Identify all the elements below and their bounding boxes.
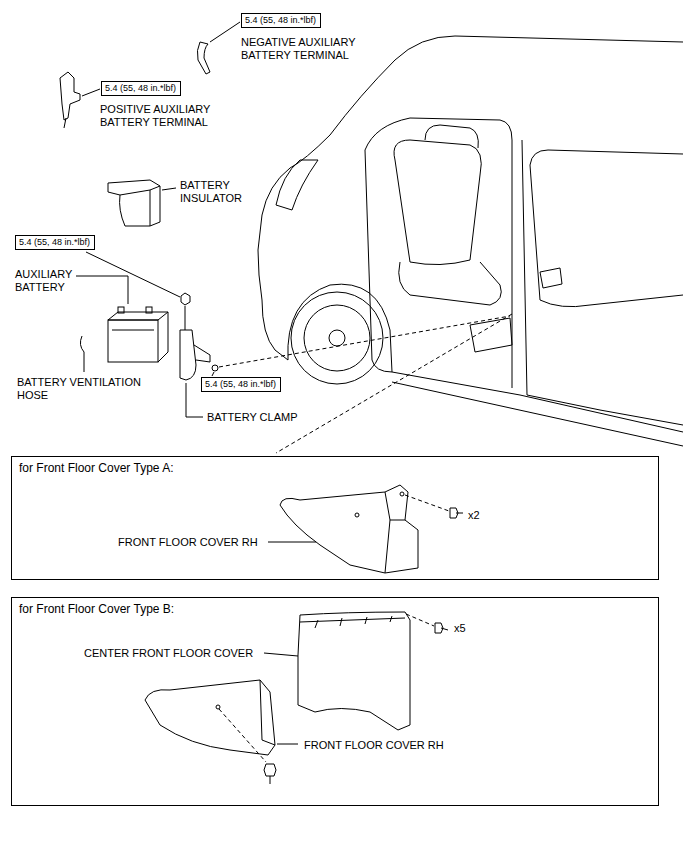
floor-cover-type-a <box>268 485 463 573</box>
car-body <box>329 330 345 346</box>
car-body <box>258 36 683 446</box>
negative-terminal <box>197 22 240 74</box>
part-label: x5 <box>454 622 466 635</box>
battery-insulator <box>162 188 176 190</box>
car-body <box>530 150 683 165</box>
car-body <box>425 125 478 148</box>
part-label: AUXILIARY BATTERY <box>15 268 87 294</box>
location-line <box>276 314 512 453</box>
car-body <box>522 140 683 425</box>
torque-spec-box: 5.4 (55, 48 in.*lbf) <box>241 13 321 28</box>
auxiliary-battery <box>146 307 152 313</box>
floor-cover-type-b <box>270 776 271 784</box>
car-body <box>365 118 512 388</box>
floor-cover-type-b <box>260 680 275 745</box>
car-body <box>392 372 683 432</box>
battery-insulator <box>120 186 160 195</box>
part-label: x2 <box>468 509 480 522</box>
auxiliary-battery <box>158 312 168 362</box>
floor-cover-type-a <box>400 492 404 496</box>
auxiliary-battery <box>118 307 124 313</box>
car-body <box>399 262 502 305</box>
car-body <box>304 305 370 371</box>
battery-clamp <box>181 293 190 305</box>
variant-panel: for Front Floor Cover Type A: x2FRONT FLO… <box>11 456 659 580</box>
part-label: CENTER FRONT FLOOR COVER <box>84 647 253 660</box>
negative-terminal <box>210 22 240 42</box>
floor-cover-type-b <box>406 614 434 626</box>
auxiliary-battery <box>76 276 128 304</box>
car-body <box>394 140 481 265</box>
battery-clamp <box>86 252 218 417</box>
battery-clamp <box>180 330 196 380</box>
car-body <box>540 268 562 288</box>
variant-heading: for Front Floor Cover Type B: <box>19 603 174 617</box>
torque-value: 5.4 (55, 48 in.*lbf) <box>245 15 317 25</box>
battery-insulator <box>108 180 160 226</box>
floor-cover-type-b <box>441 628 448 630</box>
torque-spec-box: 5.4 (55, 48 in.*lbf) <box>201 377 281 392</box>
car-body <box>288 284 392 372</box>
car-body <box>291 292 383 384</box>
floor-cover-type-a <box>405 495 449 511</box>
floor-cover-type-a <box>355 513 359 517</box>
part-label: POSITIVE AUXILIARY BATTERY TERMINAL <box>100 103 235 129</box>
part-label: FRONT FLOOR COVER RH <box>118 536 258 549</box>
floor-cover-type-a <box>456 513 463 514</box>
part-label: NEGATIVE AUXILIARY BATTERY TERMINAL <box>241 36 376 62</box>
torque-value: 5.4 (55, 48 in.*lbf) <box>19 237 91 247</box>
floor-cover-type-a <box>385 492 405 520</box>
torque-spec-box: 5.4 (55, 48 in.*lbf) <box>101 81 181 96</box>
floor-cover-type-b <box>264 764 276 776</box>
car-body <box>530 165 683 307</box>
floor-cover-type-a <box>385 520 390 573</box>
floor-cover-type-b <box>264 653 298 656</box>
battery-clamp <box>86 252 180 297</box>
floor-cover-type-b <box>145 612 448 784</box>
battery-insulator <box>108 180 176 226</box>
ventilation-hose <box>80 336 84 372</box>
battery-clamp <box>194 345 210 362</box>
positive-terminal <box>60 72 80 120</box>
auxiliary-battery <box>76 276 168 362</box>
floor-cover-type-b <box>300 618 405 622</box>
torque-value: 5.4 (55, 48 in.*lbf) <box>205 379 277 389</box>
ventilation-hose <box>80 336 84 372</box>
positive-terminal <box>82 89 100 96</box>
torque-value: 5.4 (55, 48 in.*lbf) <box>105 83 177 93</box>
part-label: BATTERY INSULATOR <box>180 179 255 205</box>
part-label: BATTERY CLAMP <box>207 411 347 424</box>
floor-cover-type-b <box>216 705 220 709</box>
floor-cover-type-b <box>219 709 266 762</box>
car-body <box>276 160 318 210</box>
floor-cover-type-b <box>298 612 410 730</box>
floor-cover-type-b <box>277 744 298 745</box>
auxiliary-battery <box>108 312 168 320</box>
battery-clamp <box>185 306 186 330</box>
car-body <box>258 168 290 360</box>
negative-terminal <box>197 42 210 74</box>
location-line <box>219 316 510 367</box>
battery-clamp <box>212 372 214 376</box>
torque-spec-box: 5.4 (55, 48 in.*lbf) <box>15 235 95 250</box>
variant-heading: for Front Floor Cover Type A: <box>19 462 174 476</box>
part-label: BATTERY VENTILATION HOSE <box>17 376 142 402</box>
floor-cover-type-b <box>315 616 392 628</box>
positive-terminal <box>64 118 66 128</box>
variant-panel: for Front Floor Cover Type B: x5CENTER FR… <box>11 597 659 806</box>
positive-terminal <box>60 72 100 128</box>
floor-cover-type-b <box>145 680 275 755</box>
battery-clamp <box>212 365 218 371</box>
floor-cover-type-a <box>280 485 418 573</box>
car-body <box>392 382 683 446</box>
battery-insulator <box>150 190 151 226</box>
car-body <box>470 318 512 352</box>
auxiliary-battery <box>108 320 158 362</box>
part-label: FRONT FLOOR COVER RH <box>304 739 444 752</box>
floor-cover-type-a <box>268 542 316 543</box>
auxiliary-battery <box>112 330 154 331</box>
